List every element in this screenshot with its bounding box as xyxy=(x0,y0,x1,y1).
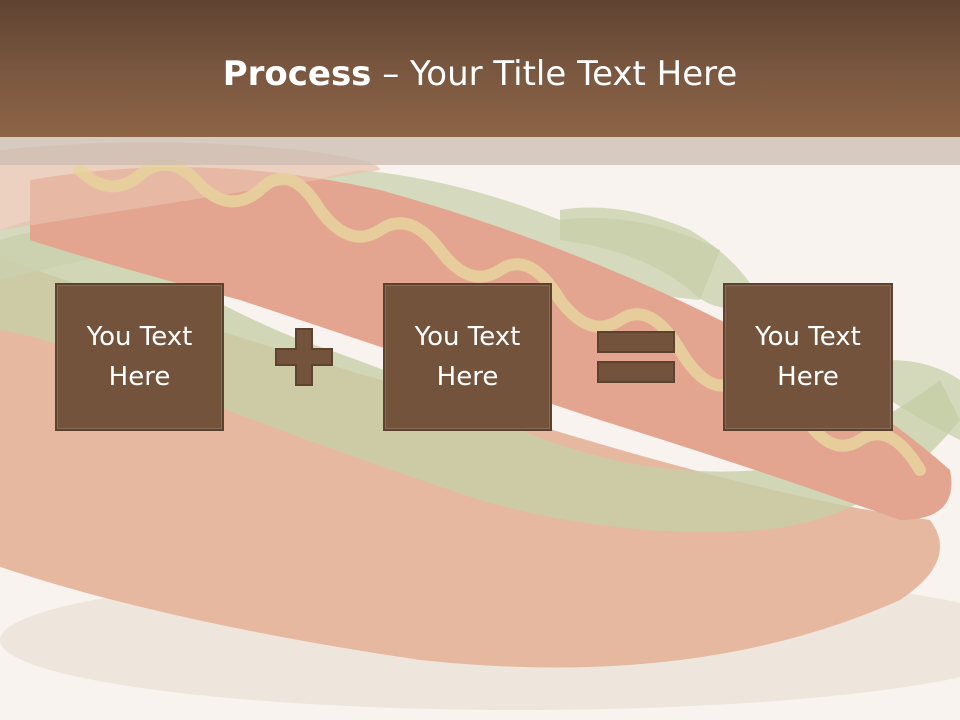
slide-title: Process – Your Title Text Here xyxy=(0,52,960,96)
title-bar xyxy=(0,0,960,137)
process-box-3: You Text Here xyxy=(723,283,893,431)
process-box-2-text: You Text Here xyxy=(414,322,521,392)
process-box-3-text: You Text Here xyxy=(755,322,861,392)
slide-title-bold: Process xyxy=(222,54,372,94)
title-bar-band xyxy=(0,137,960,165)
process-box-2: You Text Here xyxy=(383,283,552,431)
equals-icon xyxy=(597,331,675,383)
plus-icon xyxy=(275,328,333,386)
process-box-1-text: You Text Here xyxy=(86,322,193,392)
slide-title-rest: – Your Title Text Here xyxy=(371,54,738,94)
process-box-1: You Text Here xyxy=(55,283,224,431)
